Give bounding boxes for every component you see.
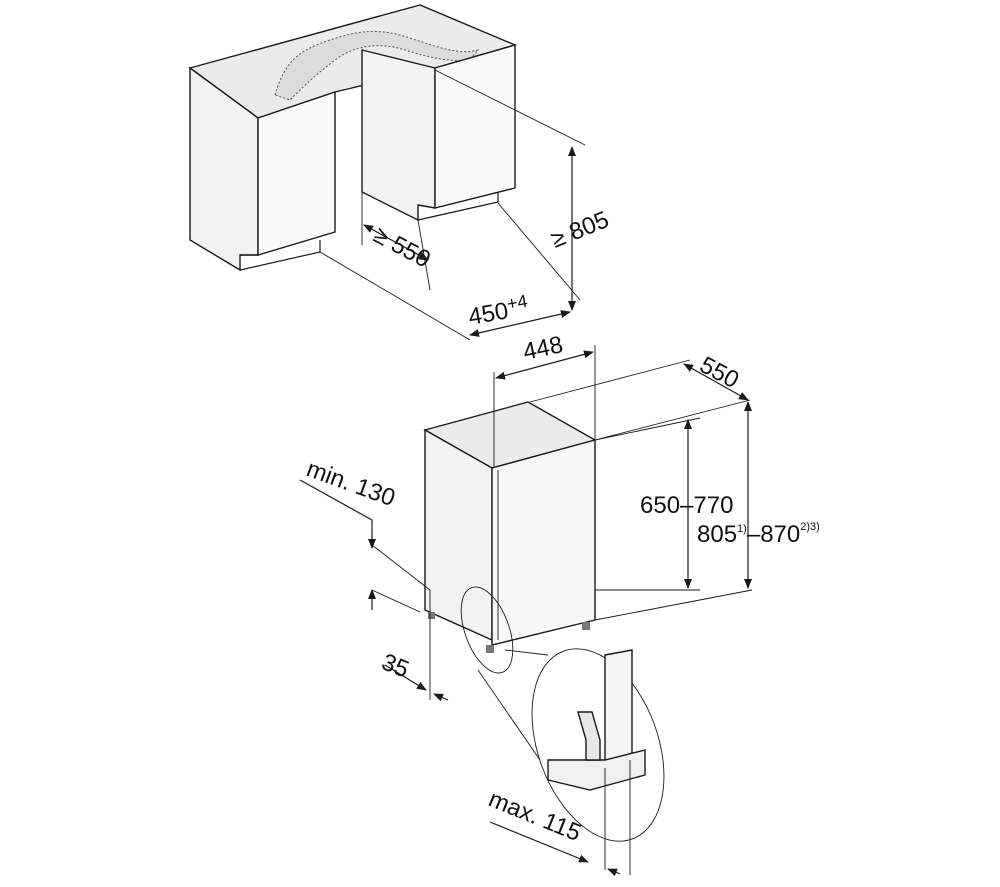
min-clearance-leader (299, 479, 373, 521)
appliance-depth-arrow (683, 363, 749, 401)
detail-extension-lines (604, 760, 631, 875)
detail-connector-lines (477, 649, 549, 761)
plinth-depth-arrow-right (433, 693, 449, 702)
total-height-label: 8051)–8702)3) (697, 521, 820, 548)
detail-source-circle (460, 586, 514, 674)
right-cabinet-plinth (417, 193, 499, 221)
plinth-depth-arrow (384, 664, 427, 691)
detail-bracket (577, 711, 601, 761)
niche-depth-arrow (363, 224, 429, 261)
detail-max-label: max. 115 (485, 786, 585, 847)
appliance-width-arrow (495, 350, 594, 380)
min-clearance-label: min. 130 (303, 455, 399, 512)
appliance: 448 550 650–770 8051)–8702)3) min. 130 3… (299, 331, 820, 702)
niche-width-label: 450+4 (466, 291, 531, 331)
detail-max-arrow (489, 821, 589, 863)
appliance-foot-right (582, 622, 590, 630)
detail-plinth (547, 749, 646, 791)
niche-depth-label: ≥ 550 (369, 221, 435, 273)
right-cabinet-front (434, 44, 516, 209)
left-cabinet-front (257, 91, 336, 256)
appliance-foot-left (486, 645, 494, 653)
door-height-label: 650–770 (640, 492, 733, 519)
appliance-extension-lines (371, 345, 753, 700)
appliance-side (424, 428, 493, 642)
detail-circle (531, 648, 665, 842)
worktop-cutout-outline (274, 31, 480, 101)
detail-door-panel (604, 649, 633, 769)
niche-height-label: ≥ 805 (547, 206, 613, 253)
niche-width-arrow (469, 310, 571, 337)
detail-max-arrow-right (607, 868, 621, 877)
appliance-foot-back (428, 612, 435, 619)
right-cabinet-side (361, 49, 436, 222)
installation-niche: ≥ 550 ≥ 805 450+4 (188, 4, 613, 341)
appliance-door (491, 439, 596, 646)
appliance-depth-label: 550 (695, 351, 743, 394)
